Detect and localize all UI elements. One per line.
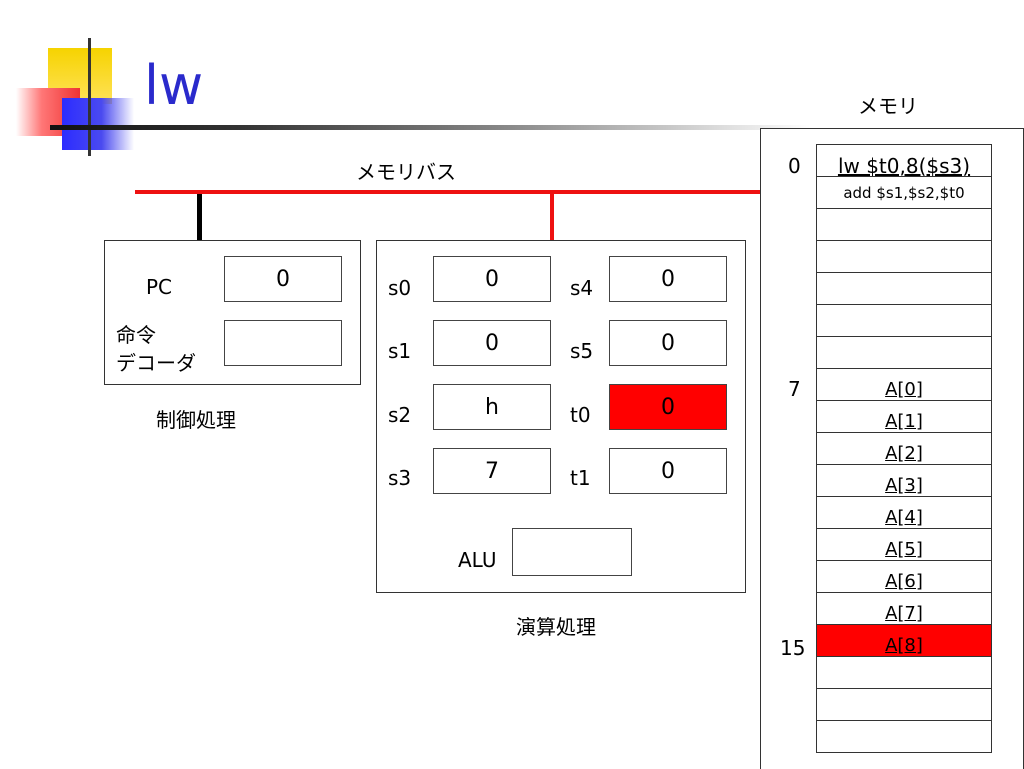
memory-cell xyxy=(816,721,992,753)
memory-cell: A[5] xyxy=(816,529,992,561)
decoder-label: 命令 デコーダ xyxy=(116,323,196,375)
memory-cell-value: A[6] xyxy=(885,571,923,592)
memory-cell-value: A[7] xyxy=(885,603,923,624)
register-s2: h xyxy=(433,384,551,430)
register-name: s2 xyxy=(388,403,412,427)
slide-title: lw xyxy=(144,54,204,117)
memory-cell-value: A[3] xyxy=(885,475,923,496)
alu-label: ALU xyxy=(458,548,497,572)
memory-cell: A[6] xyxy=(816,561,992,593)
memory-cell xyxy=(816,209,992,241)
decoder-register xyxy=(224,320,342,366)
title-decoration-blue xyxy=(62,98,134,150)
memory-label: メモリ xyxy=(858,94,918,118)
register-name: s5 xyxy=(570,339,594,363)
register-s3: 7 xyxy=(433,448,551,494)
memory-cell-value: A[2] xyxy=(885,443,923,464)
pc-label: PC xyxy=(146,275,173,299)
memory-address: 7 xyxy=(788,377,801,401)
memory-cell-value: add $s1,$s2,$t0 xyxy=(843,183,965,202)
memory-cell xyxy=(816,337,992,369)
memory-address: 15 xyxy=(780,636,806,660)
arithmetic-bus-connector xyxy=(550,194,554,240)
memory-cell xyxy=(816,657,992,689)
register-name: s0 xyxy=(388,276,412,300)
memory-cell-value: lw $t0,8($s3) xyxy=(837,154,971,178)
memory-cell: A[1] xyxy=(816,401,992,433)
memory-cell-value: A[4] xyxy=(885,507,923,528)
memory-bus-label: メモリバス xyxy=(356,160,456,184)
memory-cell xyxy=(816,241,992,273)
memory-cell-value: A[0] xyxy=(885,379,923,400)
register-s1: 0 xyxy=(433,320,551,366)
register-t0: 0 xyxy=(609,384,727,430)
memory-cell: lw $t0,8($s3) xyxy=(816,145,992,177)
control-label: 制御処理 xyxy=(156,408,236,432)
register-s0: 0 xyxy=(433,256,551,302)
memory-cell xyxy=(816,273,992,305)
alu-box xyxy=(512,528,632,576)
memory-bus-line xyxy=(135,190,763,194)
memory-cell: A[7] xyxy=(816,593,992,625)
register-t1: 0 xyxy=(609,448,727,494)
title-underline xyxy=(50,125,810,130)
memory-cell: A[3] xyxy=(816,465,992,497)
register-name: t1 xyxy=(570,466,591,490)
register-s4: 0 xyxy=(609,256,727,302)
memory-cell-value: A[8] xyxy=(885,635,923,656)
memory-cell xyxy=(816,305,992,337)
register-name: s1 xyxy=(388,339,412,363)
memory-cell-value: A[1] xyxy=(885,411,923,432)
register-name: t0 xyxy=(570,403,591,427)
memory-cell xyxy=(816,689,992,721)
memory-cell-value: A[5] xyxy=(885,539,923,560)
arithmetic-label: 演算処理 xyxy=(516,615,596,639)
memory-cell: add $s1,$s2,$t0 xyxy=(816,177,992,209)
memory-cell: A[4] xyxy=(816,497,992,529)
memory-cell: A[8] xyxy=(816,625,992,657)
register-name: s4 xyxy=(570,276,594,300)
title-decoration-vertical-line xyxy=(88,38,91,156)
memory-cell: A[2] xyxy=(816,433,992,465)
control-bus-connector xyxy=(197,194,202,240)
register-name: s3 xyxy=(388,466,412,490)
memory-address: 0 xyxy=(788,154,801,178)
pc-register: 0 xyxy=(224,256,342,302)
memory-cell: A[0] xyxy=(816,369,992,401)
register-s5: 0 xyxy=(609,320,727,366)
